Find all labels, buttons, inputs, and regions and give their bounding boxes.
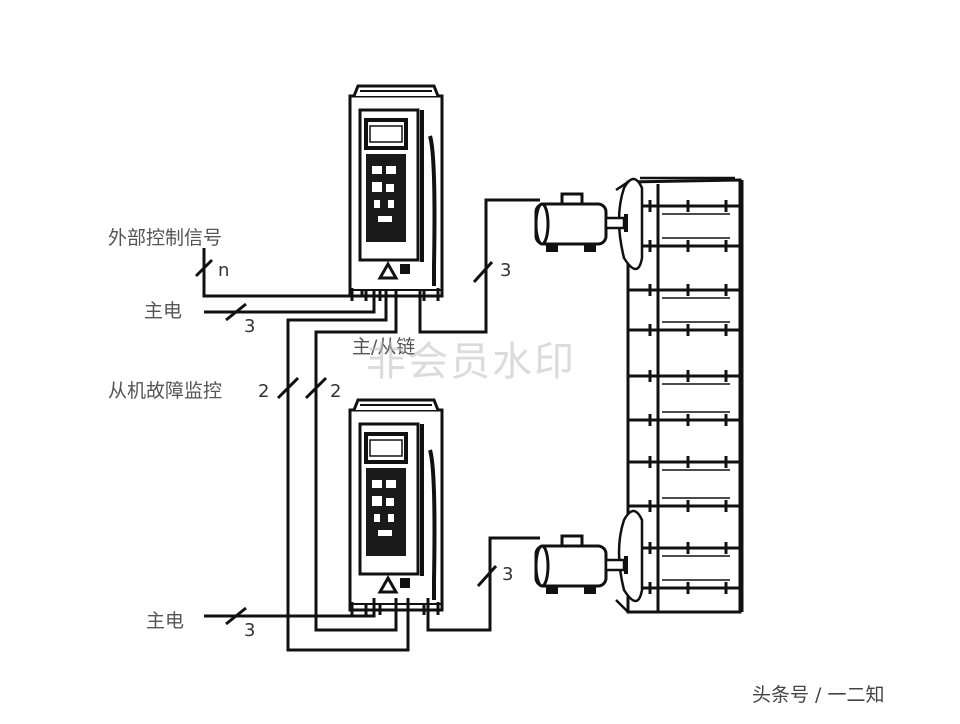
watermark: 非会员水印: [366, 339, 576, 385]
fault-line-count-right: 2: [330, 381, 342, 402]
slave-fault-monitor-label: 从机故障监控: [108, 380, 223, 402]
external-signal-label: 外部控制信号: [108, 227, 223, 249]
main-power-bottom-label: 主电: [146, 610, 185, 632]
bottom-pulley: [617, 509, 644, 603]
cable-count-markers: [194, 258, 498, 626]
signal-line-count: n: [218, 260, 230, 281]
master-drive: [348, 84, 444, 303]
source-credit: 头条号 / 一二知: [752, 684, 885, 706]
main-power-top-label: 主电: [144, 300, 183, 322]
wiring: [202, 198, 540, 652]
top-motor-line-count: 3: [500, 260, 512, 281]
main-power-top-count: 3: [244, 316, 256, 337]
main-power-bottom-count: 3: [244, 620, 256, 641]
fault-line-count-left: 2: [258, 381, 270, 402]
bottom-motor-line-count: 3: [502, 564, 514, 585]
master-slave-link-label: 主/从链: [352, 336, 416, 358]
top-motor: [534, 192, 630, 254]
slave-drive: [348, 398, 444, 617]
bottom-motor: [534, 534, 630, 596]
conveyor-frame: [615, 176, 744, 614]
